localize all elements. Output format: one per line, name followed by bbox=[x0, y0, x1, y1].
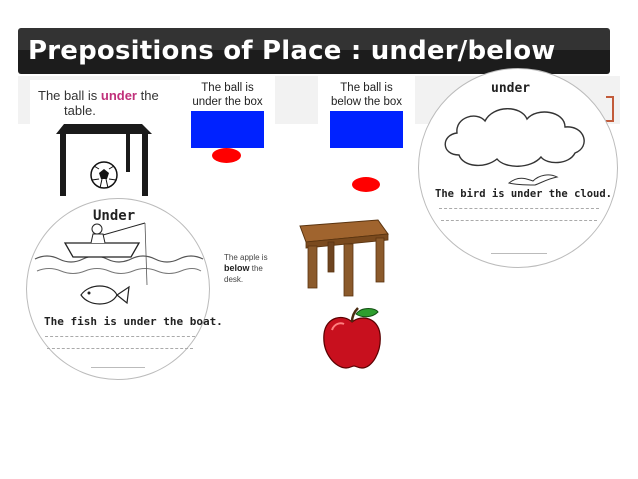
bracket-mark bbox=[606, 96, 614, 122]
desk-leg bbox=[307, 245, 318, 289]
cloud-worksheet: under The bird is under the cloud. bbox=[418, 68, 618, 268]
boat-icon bbox=[63, 242, 141, 258]
apple-text-line2: the bbox=[249, 264, 263, 273]
apple-panel-text: The apple is below the desk. bbox=[224, 252, 284, 285]
fisherman-icon bbox=[91, 223, 103, 235]
below-box-line1: The ball is bbox=[340, 82, 393, 94]
table-text-post1: the bbox=[137, 88, 159, 103]
below-box-caption: The ball is below the box bbox=[318, 81, 415, 109]
title-banner: Prepositions of Place : under/below bbox=[18, 28, 610, 74]
table-illustration bbox=[56, 124, 152, 196]
apple-icon bbox=[323, 307, 381, 369]
below-box-line2: below the box bbox=[331, 96, 402, 108]
apple-text-bold: below bbox=[224, 263, 250, 273]
desk-leg bbox=[375, 237, 385, 283]
boat-heading: Under bbox=[93, 208, 136, 224]
blue-box bbox=[191, 111, 264, 148]
blue-box bbox=[330, 111, 403, 148]
table-top bbox=[56, 124, 152, 134]
fish-icon bbox=[80, 285, 130, 305]
fishing-rod bbox=[102, 222, 146, 236]
under-box-line1: The ball is bbox=[201, 82, 254, 94]
desk-leg bbox=[327, 241, 335, 273]
table-leg-back bbox=[126, 130, 130, 172]
table-text-pre: The ball is bbox=[38, 88, 101, 103]
apple-text-line1: The apple is bbox=[224, 253, 268, 262]
desk-illustration bbox=[299, 219, 389, 297]
table-text-highlight: under bbox=[100, 88, 137, 103]
below-box-panel: The ball is below the box bbox=[318, 76, 415, 152]
table-leg-left bbox=[60, 134, 66, 196]
writing-line bbox=[45, 336, 195, 337]
table-text-post2: table. bbox=[64, 103, 96, 118]
table-panel-text: The ball is under the table. bbox=[38, 88, 178, 118]
cloud-icon bbox=[444, 108, 585, 167]
apple-text-line3: desk. bbox=[224, 275, 244, 284]
writing-line bbox=[439, 208, 599, 209]
table-panel: The ball is under the table. bbox=[30, 80, 180, 204]
under-box-line2: under the box bbox=[192, 96, 263, 108]
red-ball-below bbox=[352, 177, 380, 192]
banner-shine bbox=[18, 28, 610, 51]
footer-mark bbox=[91, 367, 145, 368]
boat-scene bbox=[34, 222, 204, 305]
cloud-heading: under bbox=[491, 81, 531, 96]
boat-worksheet: Under The fish is under the boat. bbox=[26, 198, 223, 380]
desk-leg bbox=[343, 243, 354, 297]
table-leg-right bbox=[142, 134, 148, 196]
writing-line bbox=[47, 348, 193, 349]
cloud-sentence: The bird is under the cloud. bbox=[435, 188, 613, 200]
bird-icon bbox=[507, 174, 559, 186]
water-line bbox=[34, 255, 204, 263]
slide-title: Prepositions of Place : under/below bbox=[28, 36, 556, 66]
boat-sentence: The fish is under the boat. bbox=[44, 315, 223, 328]
writing-line bbox=[441, 220, 597, 221]
under-box-caption: The ball is under the box bbox=[180, 81, 275, 109]
footer-mark bbox=[491, 253, 547, 254]
red-ball-under bbox=[212, 148, 241, 163]
